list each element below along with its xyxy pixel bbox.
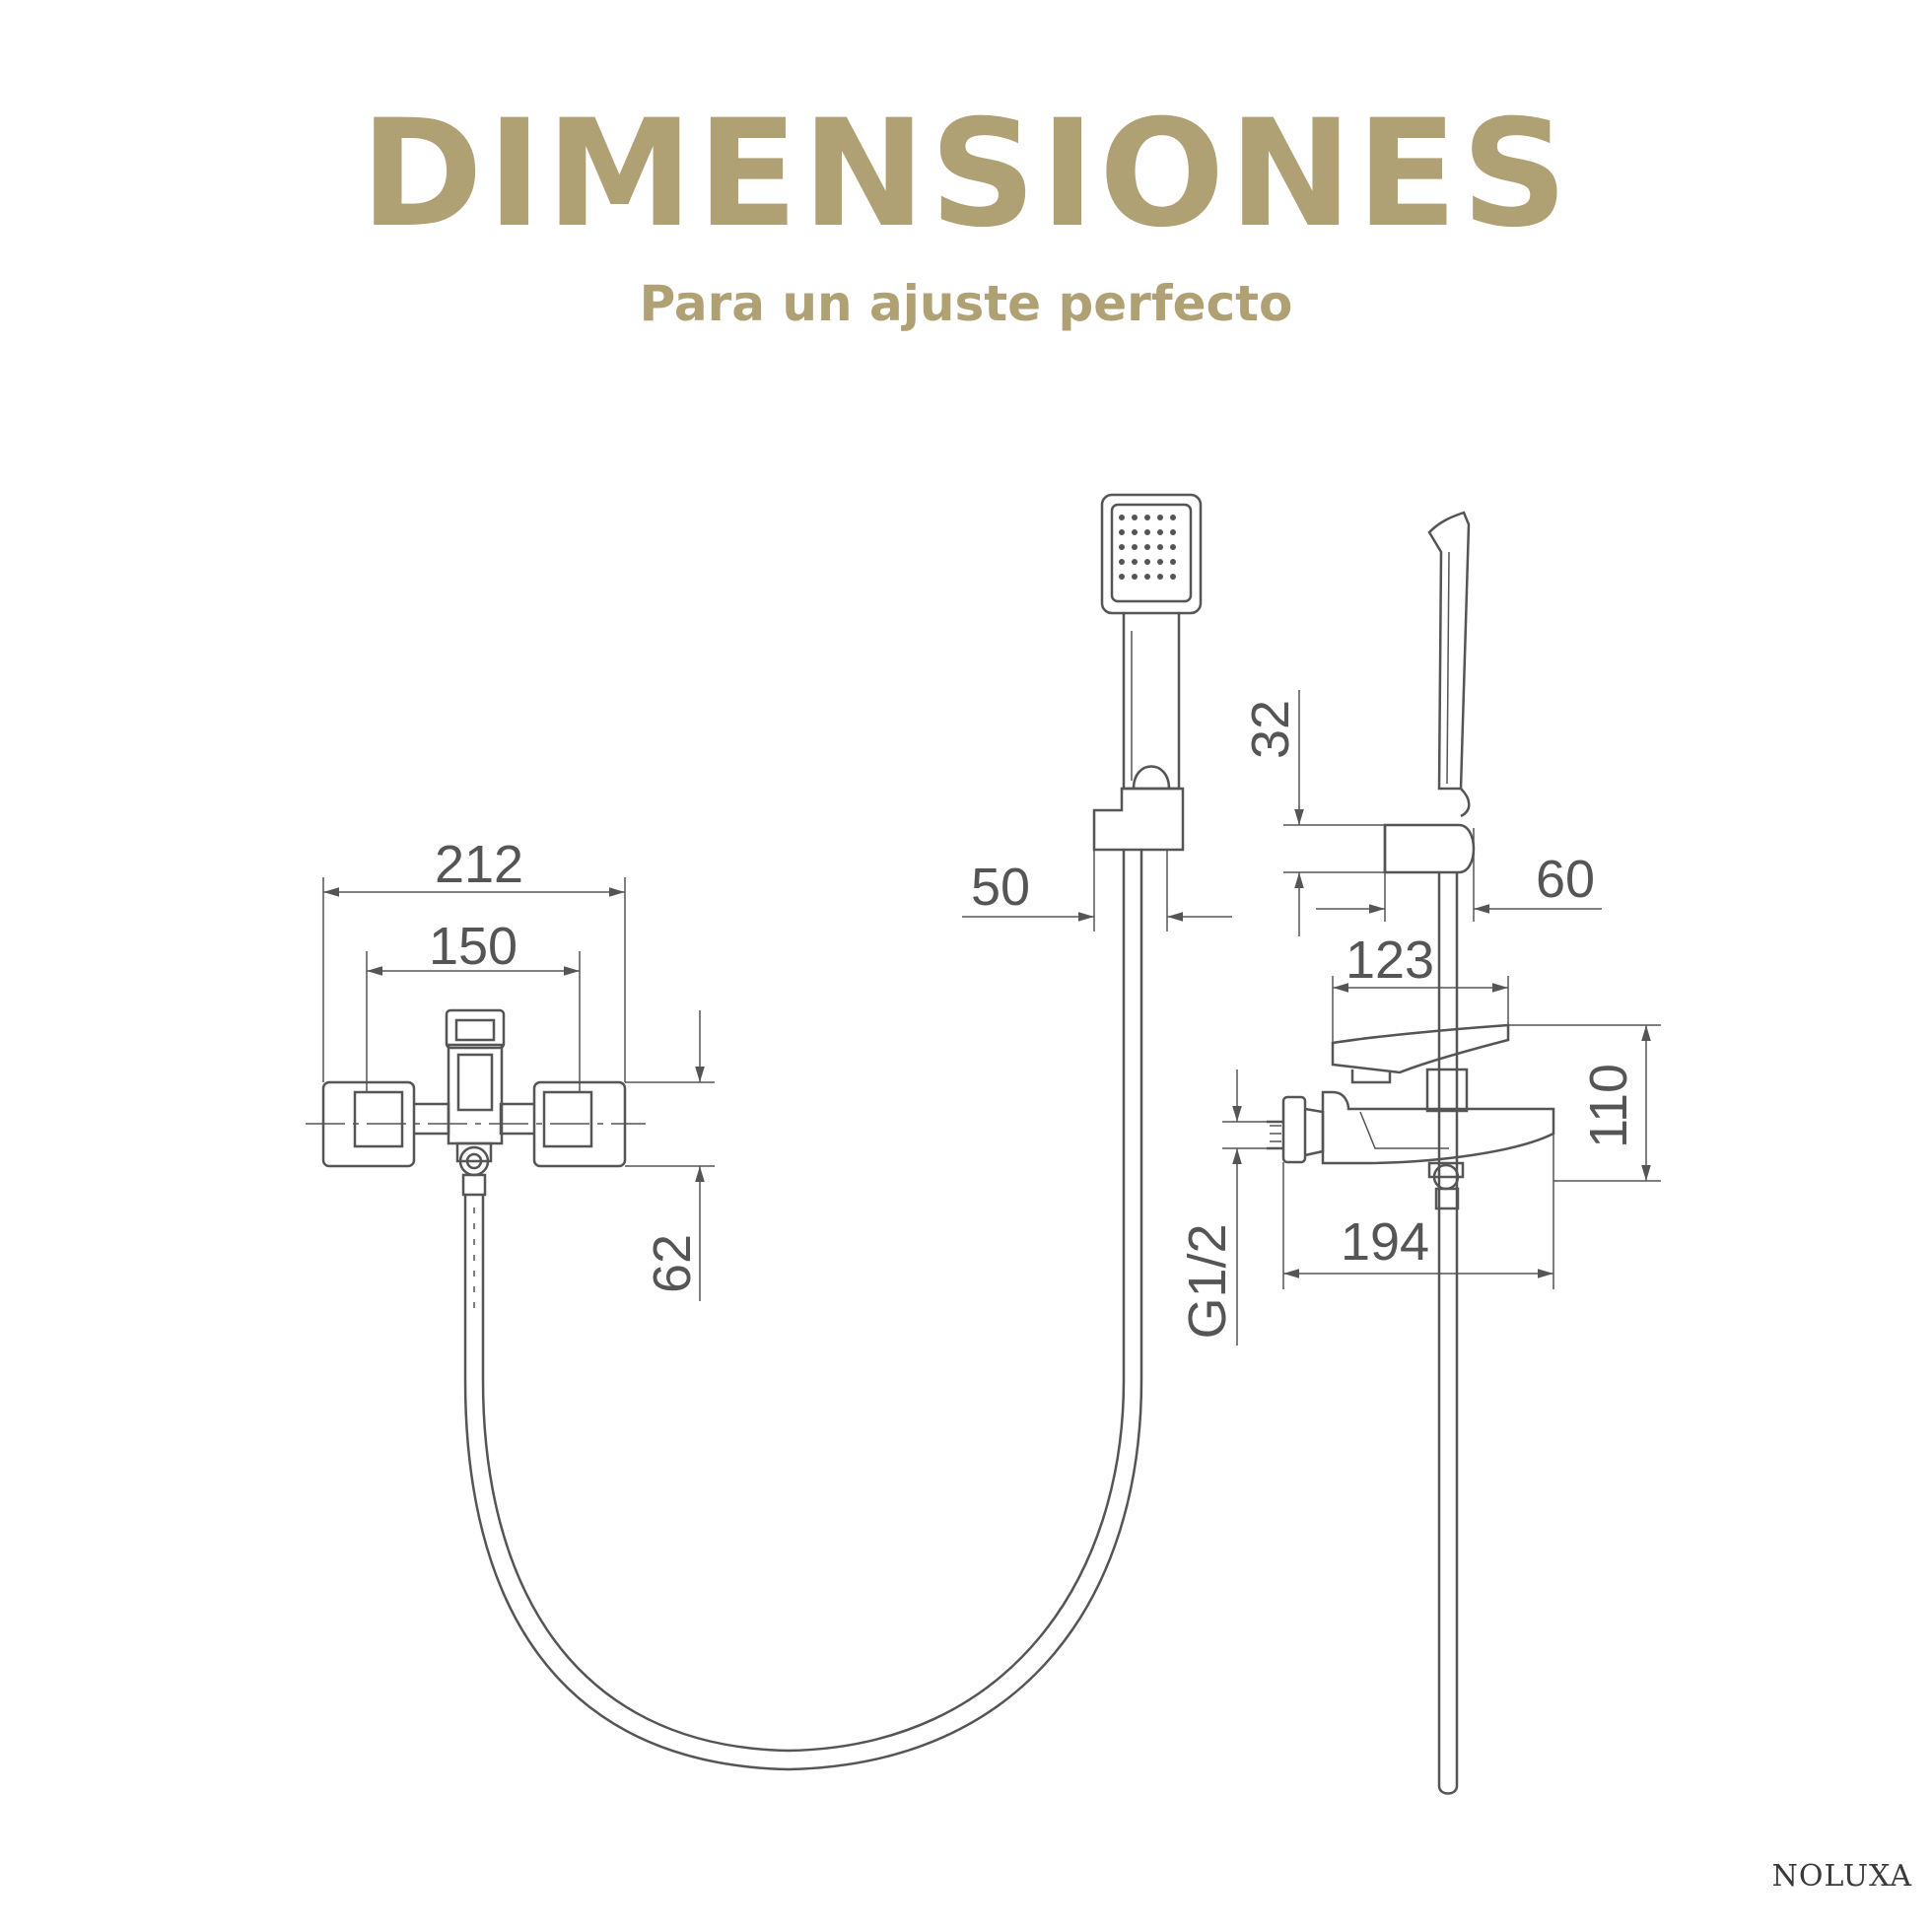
mixer-body-side: [1321, 1090, 1555, 1165]
dim-212-label: 212: [435, 835, 523, 894]
dim-110-label: 110: [1579, 1064, 1638, 1148]
dim-60-label: 60: [1536, 850, 1595, 909]
dimension-lines: [322, 690, 1661, 1346]
page-title: DIMENSIONES: [360, 89, 1572, 260]
dim-50-label: 50: [971, 858, 1030, 917]
shower-head: [1100, 493, 1203, 615]
brand-logo: NOLUXA: [1771, 1859, 1912, 1894]
front-view: [306, 1008, 646, 1197]
dim-123-label: 123: [1346, 931, 1434, 990]
side-view: [1267, 511, 1555, 1795]
dim-thread-label: G1/2: [1178, 1223, 1237, 1339]
shower-hose: [463, 850, 1143, 1771]
dim-62-label: 62: [643, 1234, 702, 1293]
wall-holder-front: [1092, 787, 1185, 852]
mixer-lever-side: [1331, 1023, 1510, 1074]
shower-side: [1427, 511, 1471, 791]
center-cartridge: [447, 1043, 504, 1145]
dim-194-label: 194: [1341, 1212, 1429, 1272]
page-subtitle: Para un ajuste perfecto: [639, 275, 1293, 332]
wall-holder-side: [1383, 823, 1476, 874]
dim-32-label: 32: [1241, 700, 1300, 759]
wall-flange: [1281, 1095, 1307, 1164]
dim-150-label: 150: [429, 917, 518, 976]
dimension-labels: 212 150 62 50 32 60 123 110 G1/2 194: [429, 700, 1638, 1340]
spray-nozzles: [1119, 515, 1176, 580]
front-handle: [445, 1008, 506, 1050]
hand-shower-front: [1092, 493, 1203, 852]
